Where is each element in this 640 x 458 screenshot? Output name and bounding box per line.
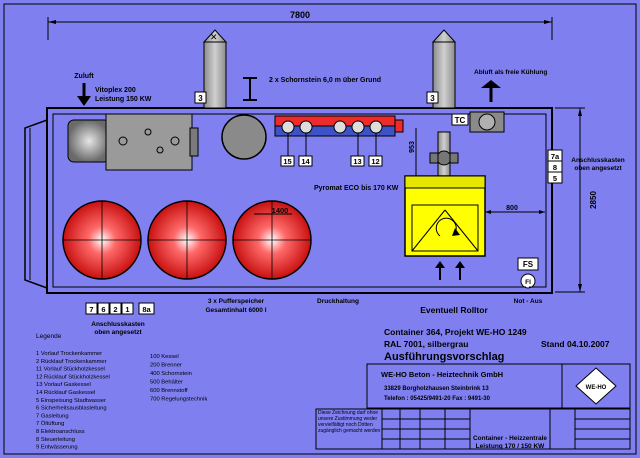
legend-item: 7 Gasleitung bbox=[36, 413, 69, 419]
pyromat-flue bbox=[429, 131, 459, 179]
legend-item: 8 Elektroanschluss bbox=[36, 429, 85, 435]
puffer-label-2: Gesamtinhalt 6000 l bbox=[205, 307, 266, 314]
tag-8a: 8a bbox=[142, 305, 151, 314]
svg-text:3: 3 bbox=[198, 94, 203, 103]
abluft-arrow bbox=[481, 80, 501, 88]
distribution-manifold bbox=[274, 115, 404, 156]
title-line-1: Container 364, Projekt WE-HO 1249 bbox=[384, 327, 527, 337]
legend-right-items: 100 Kessel 200 Brenner 400 Schornstein 500 … bbox=[150, 354, 207, 403]
tag-7a: 7a bbox=[551, 152, 560, 161]
tag-3-left bbox=[194, 91, 207, 104]
druckhaltung-label: Druckhaltung bbox=[317, 298, 359, 305]
pipe-number-15: 15 bbox=[283, 157, 291, 166]
title-line-2: RAL 7001, silbergrau bbox=[384, 339, 468, 349]
left-door bbox=[24, 118, 48, 290]
rolltor-label: Eventuell Rolltor bbox=[420, 305, 488, 315]
chimney-label: 2 x Schornstein 6,0 m über Grund bbox=[269, 77, 381, 84]
company-address: 33829 Borgholzhausen Steinbrink 13 bbox=[384, 386, 489, 392]
svg-text:FS: FS bbox=[523, 260, 534, 269]
legend-item: 7 Öltüftung bbox=[36, 420, 64, 427]
legend-item: 1 Vorlauf Trockenkammer bbox=[36, 351, 102, 357]
company-block bbox=[366, 363, 631, 409]
sheet-border bbox=[3, 3, 637, 455]
pyromat-label: Pyromat ECO bis 170 KW bbox=[314, 185, 399, 192]
legend-item: 5 Einspeisung Stadtwasser bbox=[36, 398, 106, 404]
anschlusskasten-right-2: oben angesetzt bbox=[574, 165, 622, 172]
legend-item: 11 Vorlauf Stückholzkessel bbox=[36, 367, 105, 373]
tag-3-right bbox=[426, 91, 439, 104]
revision-table bbox=[315, 408, 631, 450]
tc-box bbox=[451, 113, 469, 126]
pipe-number-tags: 15 14 13 12 bbox=[280, 155, 383, 167]
vitoplex-boiler bbox=[67, 113, 199, 171]
anschlusskasten-bottom-2: oben angesetzt bbox=[94, 329, 142, 336]
legend-item: 9 Entwässerung bbox=[36, 445, 78, 451]
vitoplex-label-1: Vitoplex 200 bbox=[95, 87, 136, 94]
zuluft-label: Zuluft bbox=[74, 73, 94, 80]
bottom-tags: 7 6 2 1 8a bbox=[85, 302, 155, 315]
legend-item: 100 Kessel bbox=[150, 354, 179, 360]
height-dimension-label: 2850 bbox=[589, 191, 598, 209]
tag-8: 8 bbox=[553, 163, 557, 172]
tag-6: 6 bbox=[101, 305, 105, 314]
bottom-title-2: Leistung 170 / 150 KW bbox=[476, 443, 545, 450]
width-dimension-label: 7800 bbox=[290, 10, 310, 20]
legend-item: 2 Rücklauf Trockenkammer bbox=[36, 359, 107, 365]
legend-item: 400 Schornstein bbox=[150, 371, 192, 377]
fi-circle bbox=[520, 273, 536, 289]
svg-text:WE-HO: WE-HO bbox=[586, 385, 607, 391]
legend-item: 12 Rücklauf Stückholzkessel bbox=[36, 374, 110, 380]
pyromat-eco-boiler bbox=[404, 175, 486, 257]
buffer-tank-3 bbox=[232, 200, 312, 280]
dimension-1400: 1400 bbox=[272, 206, 289, 215]
title-heading: Ausführungsvorschlag bbox=[384, 351, 504, 363]
puffer-label-1: 3 x Pufferspeicher bbox=[208, 298, 265, 305]
chimney-base-tank bbox=[221, 114, 267, 160]
company-logo: WE-HO bbox=[575, 367, 617, 405]
legend-item: 13 Vorlauf Gaskessel bbox=[36, 382, 91, 388]
legend-item: 700 Regelungstechnik bbox=[150, 397, 207, 403]
anschlusskasten-right-1: Anschlusskasten bbox=[571, 157, 624, 164]
bottom-title-1: Container - Heizzentrale bbox=[473, 435, 547, 442]
buffer-tank-2 bbox=[147, 200, 227, 280]
legend-item: 200 Brenner bbox=[150, 363, 182, 369]
legend-item: 6 Sicherheitsausblasleitung bbox=[36, 406, 107, 412]
svg-text:TC: TC bbox=[455, 116, 466, 125]
dimension-953: 953 bbox=[409, 141, 416, 153]
legend-item: 500 Behälter bbox=[150, 380, 183, 386]
legend-item: 600 Brennstoff bbox=[150, 388, 188, 394]
pipe-number-12: 12 bbox=[371, 157, 379, 166]
tag-1: 1 bbox=[125, 305, 129, 314]
dimension-800: 800 bbox=[506, 205, 518, 212]
company-phone: Telefon : 05425/9491-20 Fax : 9491-30 bbox=[384, 396, 491, 402]
right-tags: 7a 8 5 bbox=[547, 149, 563, 184]
svg-text:FI: FI bbox=[525, 279, 531, 286]
tag-5: 5 bbox=[553, 174, 557, 183]
svg-text:✕: ✕ bbox=[210, 32, 218, 42]
pipe-number-13: 13 bbox=[353, 157, 361, 166]
legend-item: 8 Steuerleitung bbox=[36, 437, 75, 443]
vitoplex-label-2: Leistung 150 KW bbox=[95, 96, 152, 103]
abluft-label: Abluft als freie Kühlung bbox=[474, 69, 547, 76]
anschlusskasten-bottom-1: Anschlusskasten bbox=[91, 321, 144, 328]
pipe-number-14: 14 bbox=[301, 157, 310, 166]
legend-item: 14 Rücklauf Gaskessel bbox=[36, 390, 95, 396]
fs-box bbox=[517, 257, 539, 271]
buffer-tank-1 bbox=[62, 200, 142, 280]
tag-2: 2 bbox=[113, 305, 117, 314]
stand-date: Stand 04.10.2007 bbox=[541, 339, 610, 349]
legend: Legende 1 Vorlauf Trockenkammer 2 Rücklau… bbox=[36, 333, 207, 451]
chimney-left: ✕ bbox=[202, 29, 228, 109]
airflow-arrows bbox=[435, 261, 465, 280]
company-name: WE-HO Beton - Heiztechnik GmbH bbox=[381, 370, 503, 379]
legend-left-items: 1 Vorlauf Trockenkammer 2 Rücklauf Trocke… bbox=[36, 351, 110, 451]
copyright-note: Diese Zeichnung darf ohne unsere Zustimm… bbox=[318, 410, 380, 434]
tag-7: 7 bbox=[89, 305, 93, 314]
legend-title: Legende bbox=[36, 333, 62, 340]
not-aus-label: Not - Aus bbox=[514, 298, 543, 305]
svg-text:3: 3 bbox=[430, 94, 435, 103]
